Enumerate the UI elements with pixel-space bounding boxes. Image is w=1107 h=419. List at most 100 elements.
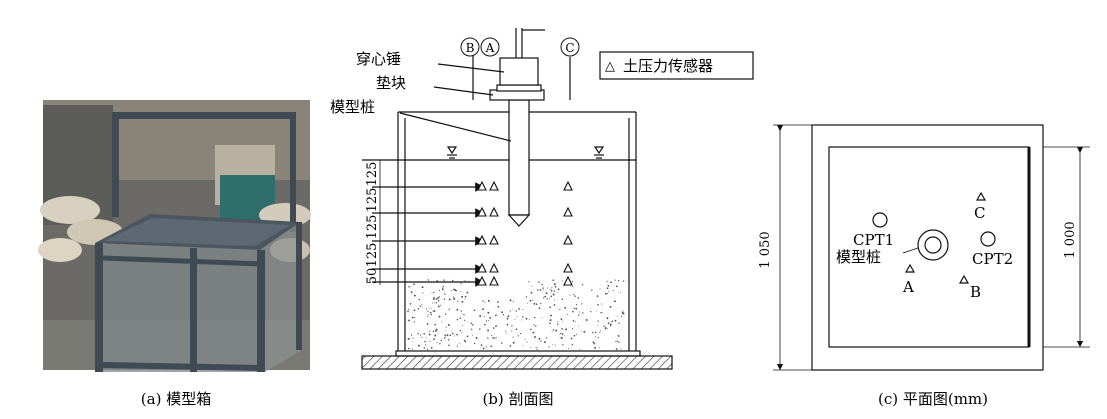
soil-dot xyxy=(511,308,513,310)
soil-dot xyxy=(463,339,466,342)
plan-cpt2: CPT2 xyxy=(972,250,1013,268)
soil-dot xyxy=(432,297,435,300)
soil-dot xyxy=(539,288,542,291)
soil-dot xyxy=(444,334,446,336)
soil-dot xyxy=(492,327,495,329)
soil-dot xyxy=(448,298,451,301)
soil-dot xyxy=(599,288,601,290)
soil-dot xyxy=(535,325,537,327)
soil-dot xyxy=(426,307,428,309)
soil-dot xyxy=(487,319,490,321)
soil-dot xyxy=(411,316,414,319)
soil-dot xyxy=(564,306,567,309)
left-dim-1: 125 xyxy=(365,162,380,187)
soil-dot xyxy=(507,315,510,318)
soil-dot xyxy=(616,315,618,317)
plan-point-c: C xyxy=(974,204,985,222)
soil-dot xyxy=(601,311,603,314)
left-dim-4: 125 xyxy=(365,243,380,268)
soil-dot xyxy=(557,291,559,293)
sensor-triangles xyxy=(477,180,573,286)
soil-dot xyxy=(438,315,441,318)
soil-dot xyxy=(445,329,447,331)
soil-dot xyxy=(538,307,541,309)
soil-dot xyxy=(461,332,463,334)
soil-dot xyxy=(432,330,435,333)
soil-dot xyxy=(453,288,455,291)
soil-dot xyxy=(412,341,414,343)
soil-dot xyxy=(429,340,431,342)
soil-dot xyxy=(572,310,574,313)
soil-dot xyxy=(497,305,500,308)
soil-dot xyxy=(540,340,542,342)
soil-dot xyxy=(548,346,550,348)
soil-dot xyxy=(460,310,462,312)
soil-dot xyxy=(423,347,426,349)
soil-dot xyxy=(565,328,568,331)
soil-dot xyxy=(549,319,552,322)
soil-dot xyxy=(583,330,586,333)
soil-dot xyxy=(606,317,609,320)
section-drawing xyxy=(361,28,754,370)
soil-dot xyxy=(570,337,573,340)
soil-dot xyxy=(473,309,476,312)
soil-dot xyxy=(550,295,553,298)
soil-dot xyxy=(501,342,503,344)
sensor-triangle xyxy=(489,262,499,273)
soil-dot xyxy=(557,321,559,323)
soil-dot xyxy=(428,330,430,332)
soil-dot xyxy=(597,320,599,322)
soil-dot xyxy=(461,313,463,315)
soil-dot xyxy=(561,298,564,301)
soil-dot xyxy=(482,347,485,350)
soil-dot xyxy=(552,293,555,296)
soil-dot xyxy=(575,303,578,306)
soil-dot xyxy=(456,318,459,321)
soil-dot xyxy=(409,302,412,305)
soil-dot xyxy=(413,321,416,323)
soil-dot xyxy=(525,317,528,320)
soil-dot xyxy=(509,299,512,302)
soil-dot xyxy=(618,341,620,344)
soil-dot xyxy=(434,302,436,304)
soil-dot xyxy=(594,336,596,337)
soil-dot xyxy=(543,297,545,299)
soil-dot xyxy=(442,285,444,288)
soil-dot xyxy=(443,279,445,281)
soil-dot xyxy=(541,317,543,319)
soil-dot xyxy=(550,289,553,292)
soil-dot xyxy=(617,334,620,337)
soil-dot xyxy=(419,305,422,307)
soil-dot xyxy=(501,311,504,314)
soil-dot xyxy=(550,314,553,317)
soil-dot xyxy=(434,330,437,332)
plan-dim-outer: 1 050 xyxy=(758,231,773,268)
soil-dot xyxy=(529,299,532,302)
plan-pile-label: 模型桩 xyxy=(836,248,881,266)
soil-dot xyxy=(437,305,440,308)
soil-dot xyxy=(472,334,473,336)
left-dim-5: 50 xyxy=(365,268,380,285)
soil-dot xyxy=(521,319,523,321)
soil-dot xyxy=(485,346,487,348)
soil-dot xyxy=(465,346,467,348)
soil-dot xyxy=(522,316,524,318)
soil-dot xyxy=(487,329,490,332)
soil-dot xyxy=(531,292,533,294)
left-dim-3: 125 xyxy=(365,215,380,240)
soil-dot xyxy=(438,296,440,298)
soil-dot xyxy=(463,314,465,316)
soil-dot xyxy=(436,280,439,282)
section-axis-markers xyxy=(460,37,580,57)
soil-dot xyxy=(533,316,536,319)
sensor-triangle xyxy=(489,206,499,217)
soil-dot xyxy=(535,346,537,349)
soil-dot xyxy=(606,287,609,290)
soil-dot xyxy=(452,332,454,335)
plan-texts: 1 050 1 000 CPT1 CPT2 模型桩 A B C xyxy=(758,204,1078,301)
soil-dot xyxy=(526,341,528,343)
sensor-triangle xyxy=(489,234,499,245)
soil-dot xyxy=(512,341,515,344)
soil-dot xyxy=(431,292,433,294)
